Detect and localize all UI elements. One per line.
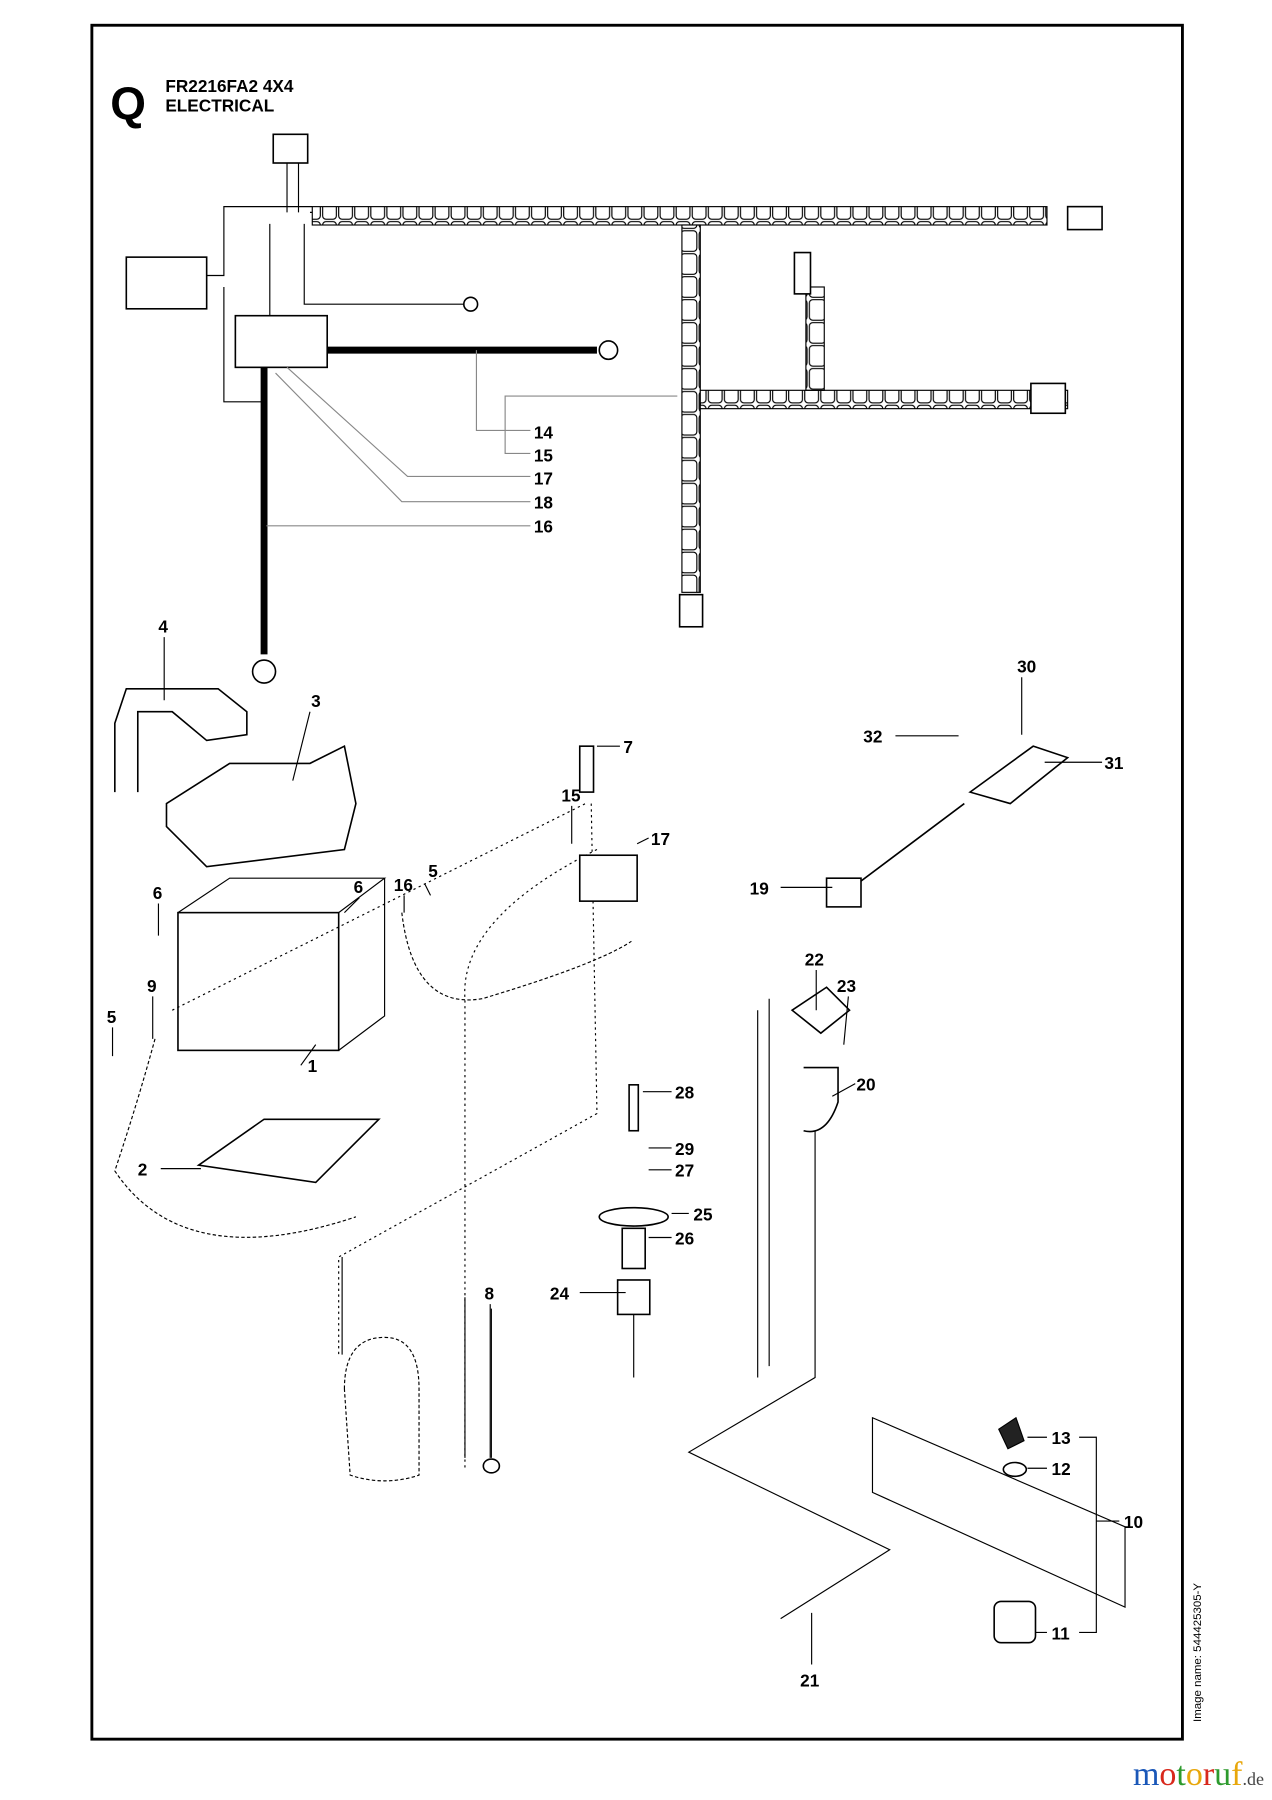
callout-30: 30 — [1017, 657, 1036, 677]
leader-lines-harness — [266, 350, 678, 527]
wiring-harness — [125, 133, 1103, 684]
logo-suffix: .de — [1242, 1769, 1265, 1789]
callout-4: 4 — [158, 617, 168, 637]
callout-17b: 17 — [651, 829, 670, 849]
callout-20: 20 — [856, 1075, 875, 1095]
logo-letter: u — [1214, 1756, 1232, 1793]
callout-9: 9 — [147, 976, 157, 996]
logo-letter: r — [1202, 1756, 1215, 1793]
motoruf-logo[interactable]: motoruf.de — [1133, 1756, 1264, 1794]
callout-28: 28 — [675, 1083, 695, 1103]
callout-labels: 14 15 17 18 16 4 3 7 15 17 6 6 16 5 9 5 … — [107, 423, 1143, 1691]
callout-12: 12 — [1052, 1459, 1071, 1479]
callout-27: 27 — [675, 1161, 694, 1181]
callout-22: 22 — [805, 949, 824, 969]
callout-21: 21 — [800, 1670, 820, 1690]
logo-letter: o — [1185, 1756, 1203, 1793]
callout-13: 13 — [1052, 1428, 1071, 1448]
callout-17: 17 — [534, 468, 553, 488]
callout-25: 25 — [693, 1204, 713, 1224]
callout-6: 6 — [153, 883, 163, 903]
callout-6b: 6 — [354, 877, 364, 897]
section-letter: Q — [110, 77, 146, 129]
logo-letter: m — [1132, 1756, 1160, 1793]
callout-24: 24 — [550, 1283, 570, 1303]
callout-23: 23 — [837, 976, 856, 996]
callout-5: 5 — [428, 861, 438, 881]
callout-3: 3 — [311, 691, 321, 711]
callout-19: 19 — [750, 878, 769, 898]
callout-32: 32 — [863, 727, 882, 747]
model-title: FR2216FA2 4X4 — [165, 76, 294, 96]
callout-26: 26 — [675, 1228, 694, 1248]
frame — [90, 23, 1184, 1741]
section-title: ELECTRICAL — [165, 95, 274, 115]
callout-8: 8 — [484, 1283, 494, 1303]
callout-5b: 5 — [107, 1007, 117, 1027]
logo-letter: o — [1159, 1756, 1177, 1793]
callout-16: 16 — [534, 517, 553, 537]
callout-2: 2 — [138, 1160, 148, 1180]
logo-letter: t — [1176, 1756, 1186, 1793]
logo-letter: f — [1231, 1756, 1243, 1793]
switch-and-sensor-parts — [598, 745, 1126, 1644]
callout-7: 7 — [623, 737, 633, 757]
callout-11: 11 — [1052, 1623, 1071, 1643]
callout-15: 15 — [534, 445, 554, 465]
image-name: Image name: 544425305-Y — [1192, 1583, 1204, 1722]
callout-10: 10 — [1124, 1512, 1143, 1532]
callout-18: 18 — [534, 493, 554, 513]
logo-text: motoruf — [1133, 1756, 1243, 1793]
callout-31: 31 — [1104, 753, 1124, 773]
leader-lines-parts — [111, 637, 1120, 1665]
battery-parts — [114, 687, 638, 1482]
callout-29: 29 — [675, 1139, 694, 1159]
callout-1: 1 — [308, 1056, 318, 1076]
callout-15b: 15 — [561, 785, 581, 805]
callout-16b: 16 — [394, 875, 413, 895]
callout-14: 14 — [534, 423, 554, 443]
